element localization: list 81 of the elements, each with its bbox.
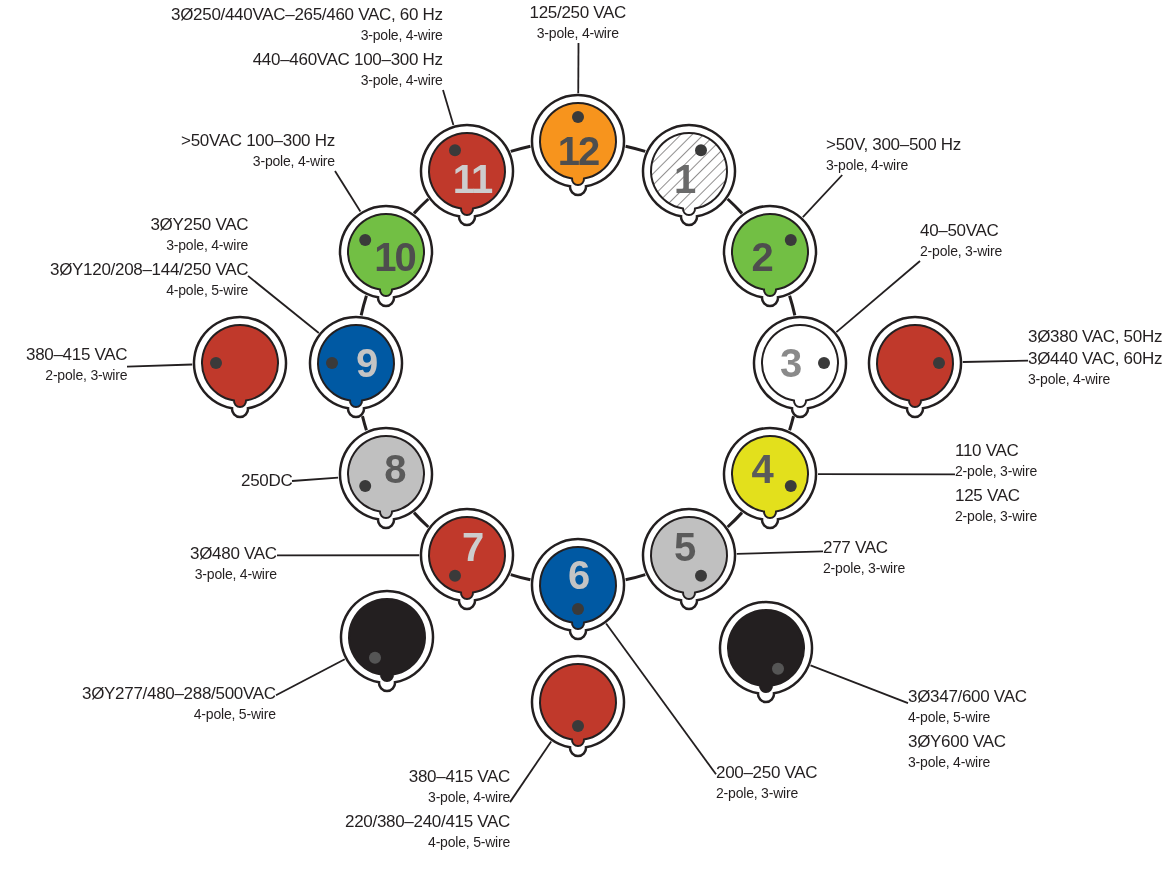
pole-wire-label: 2-pole, 3-wire — [920, 242, 1002, 261]
pole-wire-label: 3-pole, 4-wire — [826, 156, 909, 175]
leader-line — [275, 658, 346, 697]
voltage-label: 220/380–240/415 VAC — [345, 811, 511, 833]
pole-wire-label: 3-pole, 4-wire — [1028, 370, 1111, 389]
voltage-label: >50V, 300–500 Hz — [826, 134, 961, 156]
leader-line — [605, 622, 717, 776]
pole-wire-label: 4-pole, 5-wire — [192, 705, 276, 724]
ring-line — [510, 573, 531, 582]
voltage-label: 380–415 VAC — [26, 344, 128, 366]
voltage-label: 250DC — [241, 470, 293, 492]
leader-line — [334, 170, 362, 213]
voltage-label: 3ØY277/480–288/500VAC — [82, 683, 276, 705]
leader-line — [835, 260, 921, 333]
leader-line — [809, 664, 909, 705]
pole-wire-label: 2-pole, 3-wire — [44, 366, 128, 385]
leader-line — [961, 359, 1029, 363]
position-number: 11 — [452, 159, 492, 200]
pole-wire-label: 3-pole, 4-wire — [165, 236, 249, 255]
voltage-label: 3ØY250 VAC — [149, 214, 249, 236]
voltage-label: 3Ø440 VAC, 60Hz — [1028, 348, 1163, 370]
voltage-label: 3ØY600 VAC — [908, 731, 1007, 753]
ring-line — [361, 415, 368, 431]
leader-line — [509, 740, 553, 803]
voltage-label: 3Ø347/600 VAC — [908, 686, 1027, 708]
position-number: 7 — [461, 526, 483, 567]
leader-line — [442, 89, 455, 126]
leader-line — [577, 42, 580, 95]
ring-line — [788, 415, 795, 431]
voltage-label: 125/250 VAC — [529, 2, 627, 24]
voltage-label: >50VAC 100–300 Hz — [181, 130, 335, 152]
leader-line — [276, 554, 421, 557]
position-number: 6 — [567, 555, 589, 595]
voltage-label: 125 VAC — [955, 485, 1021, 507]
voltage-label: 200–250 VAC — [716, 762, 818, 784]
position-number: 10 — [374, 237, 415, 277]
position-number: 9 — [355, 343, 377, 383]
position-number: 4 — [751, 449, 772, 489]
voltage-label: 3ØY120/208–144/250 VAC — [50, 259, 249, 281]
pole-wire-label: 3-pole, 4-wire — [193, 565, 277, 584]
leader-line — [247, 275, 320, 334]
pole-wire-label: 2-pole, 3-wire — [716, 784, 799, 803]
ring-line — [359, 295, 368, 316]
pole-wire-label: 3-pole, 4-wire — [251, 152, 335, 171]
leader-line — [126, 363, 194, 368]
ring-line — [412, 511, 430, 529]
leader-line — [817, 473, 956, 476]
ring-line — [412, 197, 430, 215]
pole-wire-label: 2-pole, 3-wire — [955, 462, 1037, 481]
leader-line — [801, 174, 844, 218]
pole-wire-label: 3-pole, 4-wire — [359, 26, 443, 45]
position-number: 12 — [557, 131, 599, 171]
ring-line — [625, 144, 646, 153]
voltage-label: 440–460VAC 100–300 Hz — [251, 49, 443, 71]
pole-wire-label: 3-pole, 4-wire — [427, 788, 511, 807]
ring-line — [510, 144, 531, 153]
pole-wire-label: 3-pole, 4-wire — [908, 753, 991, 772]
pole-wire-label: 4-pole, 5-wire — [427, 833, 511, 852]
position-number: 2 — [751, 237, 772, 277]
voltage-label: 3Ø480 VAC — [190, 543, 277, 565]
voltage-label: 110 VAC — [955, 440, 1020, 462]
ring-line — [726, 197, 744, 215]
voltage-label: 3Ø250/440VAC–265/460 VAC, 60 Hz — [171, 4, 443, 26]
position-number: 3 — [779, 343, 801, 383]
pole-wire-label: 2-pole, 3-wire — [955, 507, 1037, 526]
pole-wire-label: 2-pole, 3-wire — [823, 559, 905, 578]
leader-line — [735, 550, 824, 555]
ring-line — [625, 573, 646, 582]
ring-line — [788, 295, 797, 316]
ring-line — [726, 511, 744, 529]
leader-line — [291, 476, 339, 482]
pole-wire-label: 4-pole, 5-wire — [165, 281, 249, 300]
voltage-label: 3Ø380 VAC, 50Hz — [1028, 326, 1163, 348]
pole-wire-label: 4-pole, 5-wire — [908, 708, 991, 727]
position-number: 5 — [673, 526, 695, 567]
position-number: 8 — [384, 449, 405, 489]
voltage-label: 380–415 VAC — [407, 766, 511, 788]
pole-wire-label: 3-pole, 4-wire — [535, 24, 620, 43]
pole-wire-label: 3-pole, 4-wire — [359, 71, 443, 90]
voltage-label: 277 VAC — [823, 537, 889, 559]
voltage-label: 40–50VAC — [920, 220, 1000, 242]
